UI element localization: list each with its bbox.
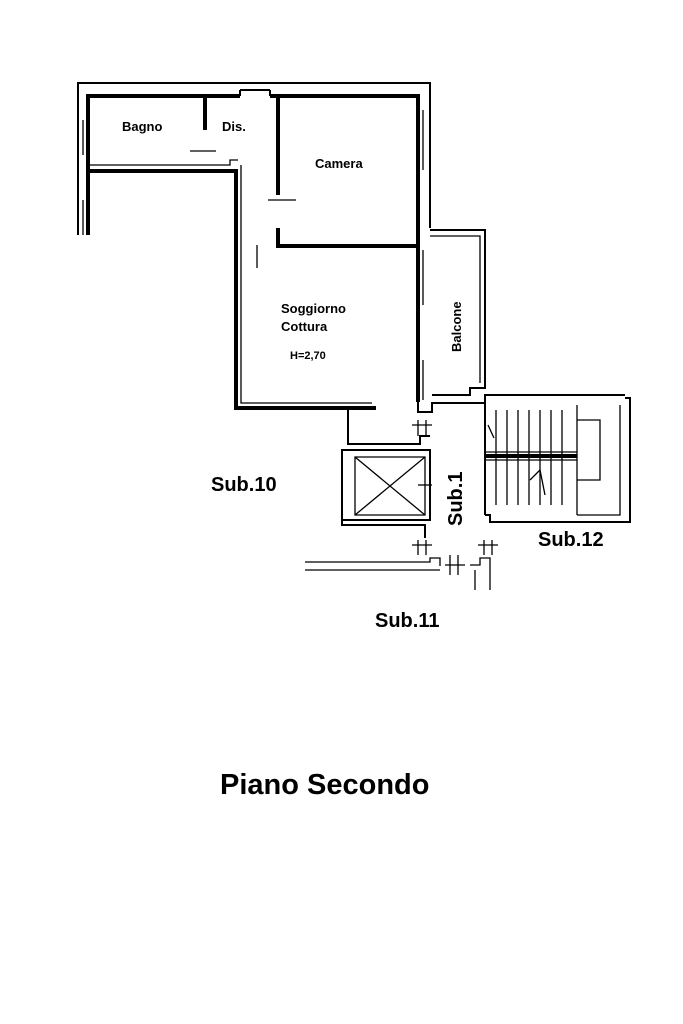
room-height-label: H=2,70	[290, 350, 326, 362]
room-label-soggiorno: Soggiorno	[281, 301, 346, 316]
neighbor-label-sub1: Sub.1	[445, 472, 467, 526]
apartment-walls	[77, 82, 431, 410]
lower-corridor	[305, 555, 491, 590]
room-label-camera: Camera	[315, 156, 363, 171]
room-label-bagno: Bagno	[122, 119, 163, 134]
neighbor-label-sub10: Sub.10	[211, 474, 277, 496]
neighbor-label-sub12: Sub.12	[538, 529, 604, 551]
neighbor-label-sub11: Sub.11	[375, 610, 439, 632]
room-label-balcone: Balcone	[449, 301, 464, 352]
stair-lift-core	[341, 397, 631, 555]
balcony-outline	[417, 229, 625, 413]
floor-title: Piano Secondo	[220, 769, 429, 801]
room-label-disimpegno: Dis.	[222, 119, 246, 134]
room-label-cottura: Cottura	[281, 319, 328, 334]
